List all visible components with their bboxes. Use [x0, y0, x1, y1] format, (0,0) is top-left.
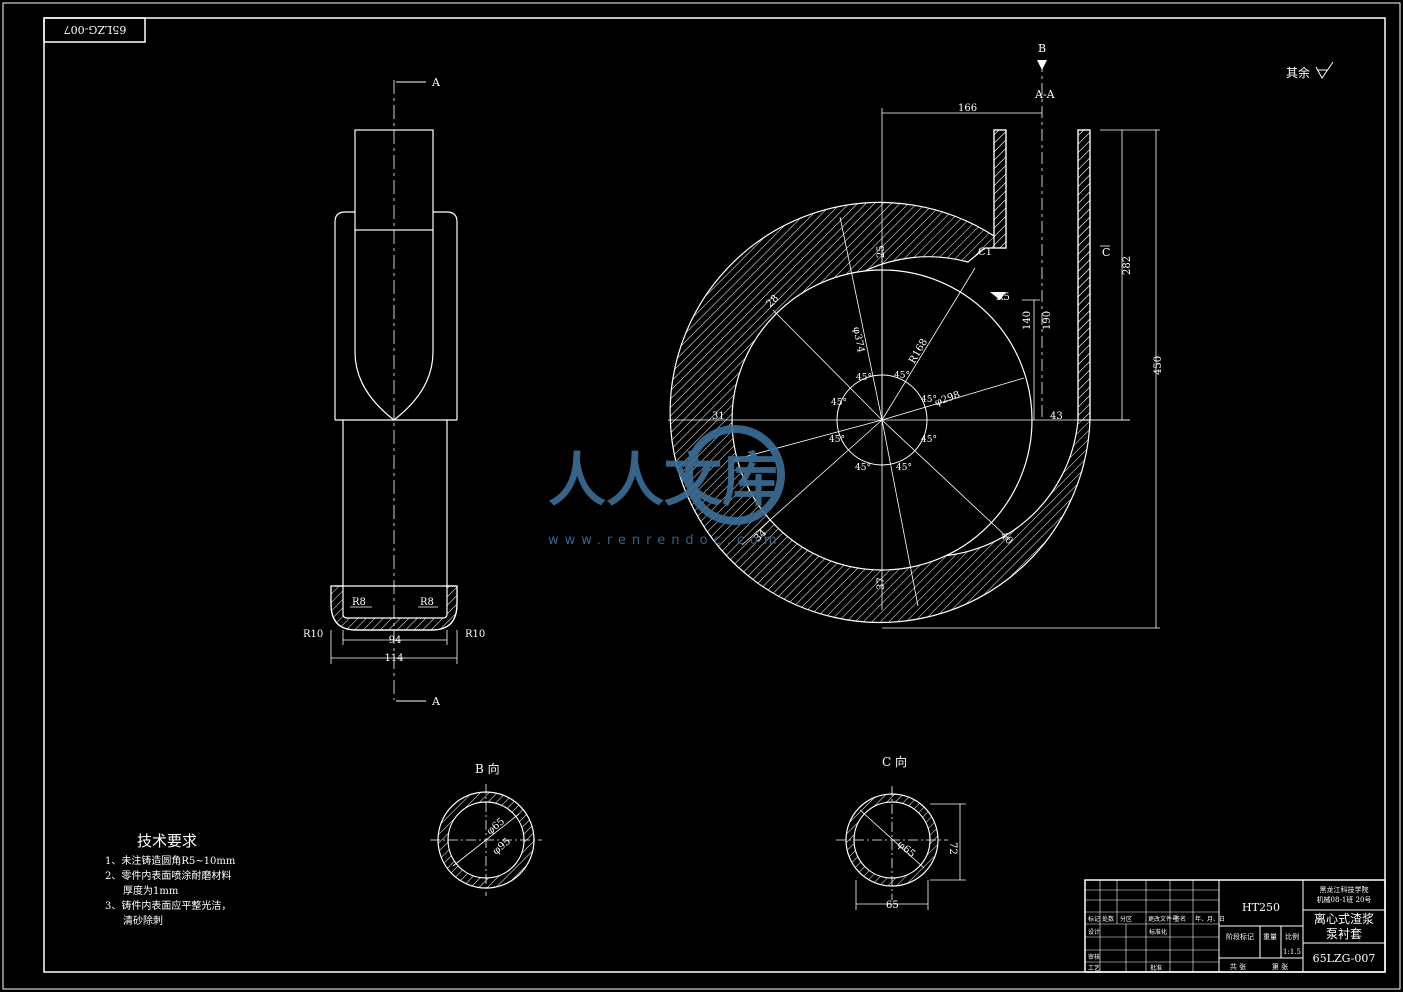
dim-94: 94	[389, 635, 402, 646]
dim-166: 166	[958, 103, 977, 114]
section-mark-c: C	[1102, 246, 1110, 259]
row-label-date: 年、月、日	[1195, 915, 1225, 923]
label-process: 工艺	[1088, 964, 1100, 972]
weight-label: 重量	[1263, 933, 1277, 941]
school-name: 黑龙江科技学院	[1320, 885, 1369, 894]
dim-25: 25	[876, 245, 887, 258]
part-name-2: 泵衬套	[1326, 927, 1362, 941]
roughness-symbol	[1315, 61, 1334, 79]
b-view-title: B 向	[475, 761, 500, 776]
angle-45-6: 45°	[855, 463, 871, 473]
watermark-text: 人人文库	[548, 446, 780, 514]
c-view-title: C 向	[882, 754, 907, 769]
section-mark-b: B	[1038, 42, 1046, 55]
dim-282: 282	[1122, 256, 1133, 275]
dim-114: 114	[384, 653, 403, 664]
tech-title: 技术要求	[137, 832, 197, 850]
row-label-sign: 签名	[1174, 915, 1186, 923]
label-approve: 批准	[1150, 964, 1162, 972]
b-view	[430, 784, 542, 896]
c-view	[836, 786, 966, 910]
label-design: 设计	[1088, 928, 1100, 936]
angle-45-3: 45°	[921, 395, 937, 405]
tech-line-5: 清砂除刺	[123, 914, 163, 927]
angle-45-4: 45°	[921, 435, 937, 445]
dim-140: 140	[1022, 311, 1033, 330]
c-dim-65: 65	[886, 900, 899, 911]
drawing-number: 65LZG-007	[1313, 952, 1376, 965]
dim-190: 190	[1042, 311, 1053, 330]
tech-line-4: 3、铸件内表面应平整光洁，	[105, 899, 231, 912]
watermark: 人人文库 www.renrendoc.com	[548, 425, 785, 548]
dim-r10-left: R10	[303, 629, 323, 640]
dim-phi374: φ374	[850, 326, 865, 354]
material: HT250	[1242, 901, 1280, 914]
section-mark-a-top: A	[431, 76, 441, 89]
scale-label: 比例	[1285, 932, 1299, 941]
tech-line-3: 厚度为1mm	[123, 884, 179, 897]
dim-37: 37	[876, 577, 887, 590]
side-view	[330, 80, 458, 702]
angle-45-5: 45°	[896, 463, 912, 473]
row-label-zone: 分区	[1120, 915, 1132, 923]
section-mark-a-bottom: A	[431, 695, 441, 708]
part-name-1: 离心式渣浆	[1314, 911, 1374, 926]
inner-frame	[43, 17, 1386, 973]
angle-45-7: 45°	[829, 435, 845, 445]
tech-line-2: 2、零件内表面喷涂耐磨材料	[105, 869, 231, 882]
dim-r8-left: R8	[352, 597, 366, 608]
scale-value: 1:1.5	[1283, 948, 1301, 956]
class-info: 机械08-1班 20号	[1317, 895, 1372, 904]
angle-45-1: 45°	[856, 373, 872, 383]
c-dim-72: 72	[947, 842, 958, 855]
stage-label: 阶段标记	[1226, 932, 1254, 941]
title-block	[1084, 879, 1386, 973]
code-box	[43, 17, 146, 43]
row-label-mark: 标记	[1088, 915, 1100, 923]
dim-r8-right: R8	[420, 597, 434, 608]
dim-31: 31	[712, 411, 725, 422]
dim-c1: C1	[978, 247, 992, 258]
surface-note: 其余	[1286, 65, 1310, 80]
label-review: 审核	[1088, 953, 1100, 961]
row-label-count: 处数	[1102, 915, 1114, 923]
sheets-total: 共 张	[1230, 962, 1246, 971]
sheet-number: 第 张	[1272, 962, 1288, 971]
watermark-logo-ring	[685, 425, 785, 525]
dim-r10-right: R10	[465, 629, 485, 640]
tech-line-1: 1、未注铸造圆角R5~10mm	[105, 854, 236, 867]
dim-450: 450	[1153, 356, 1164, 375]
section-title-aa: A-A	[1034, 88, 1056, 101]
mirrored-code: 65LZG-007	[64, 23, 127, 36]
angle-45-8: 45°	[831, 398, 847, 408]
tech-requirements: 技术要求 1、未注铸造圆角R5~10mm 2、零件内表面喷涂耐磨材料 厚度为1m…	[105, 832, 236, 927]
row-label-doc: 更改文件号	[1148, 915, 1178, 923]
watermark-url: www.renrendoc.com	[548, 533, 783, 548]
dim-43: 43	[1050, 411, 1063, 422]
label-std: 标准化	[1149, 928, 1167, 936]
dim-r5: R5	[996, 292, 1010, 303]
angle-45-2: 45°	[894, 371, 910, 381]
